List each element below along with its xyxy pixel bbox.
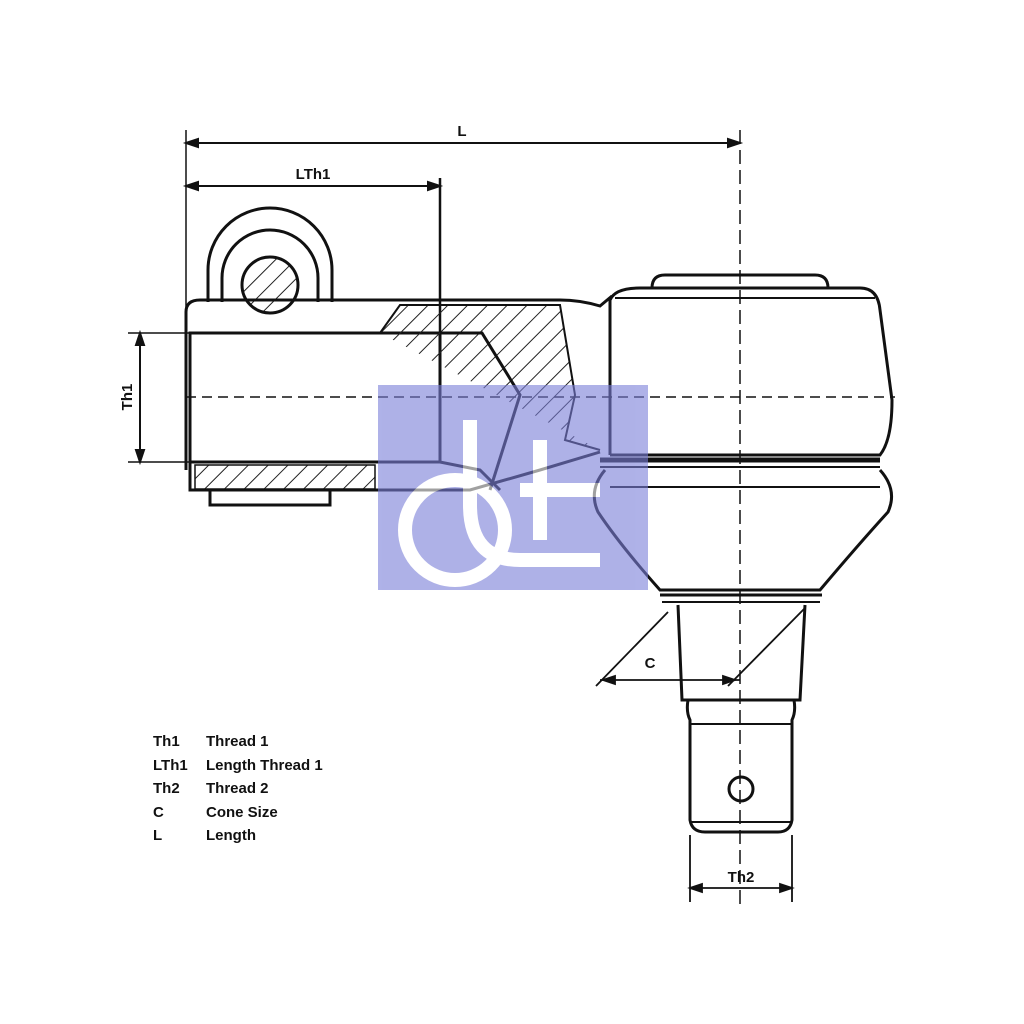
legend-key: L [153,827,163,844]
dimension-C [595,607,806,687]
legend-row: Th1 Thread 1 [153,730,323,754]
legend-key: Th2 [153,780,180,797]
cotter-pin-hole [727,775,755,803]
cone-shank [676,604,807,834]
dimension-Th1 [128,329,190,466]
legend-label: Thread 2 [206,780,269,797]
legend-row: LTh1 Length Thread 1 [153,754,323,778]
legend-key: C [153,803,164,821]
label-LTh1: LTh1 [296,166,331,183]
dt-watermark-logo [378,385,648,590]
label-L: L [457,123,466,140]
label-C: C [645,655,656,672]
legend-row: L Length [153,824,323,848]
legend-key: LTh1 [153,756,188,774]
legend-label: Length Thread 1 [206,756,323,774]
legend-row: Th2 Thread 2 [153,777,323,801]
legend-label: Thread 1 [206,733,269,750]
label-Th1: Th1 [119,384,136,411]
legend-label: Length [206,827,256,844]
label-Th2: Th2 [728,869,755,886]
legend-key: Th1 [153,733,180,750]
legend-label: Cone Size [206,803,278,821]
dimension-L [182,130,744,310]
dimension-Th2 [687,835,795,902]
legend: Th1 Thread 1 LTh1 Length Thread 1 Th2 Threa… [153,730,323,848]
grease-nipple [206,206,334,315]
legend-row: C Cone Size [153,801,323,825]
